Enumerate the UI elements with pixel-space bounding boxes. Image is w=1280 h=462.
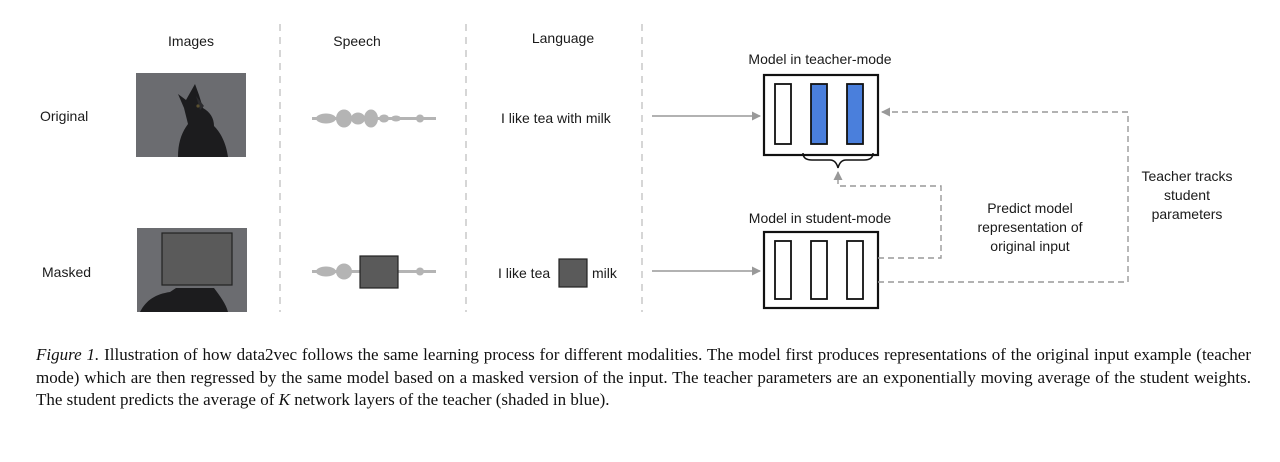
predict-label-line-2: representation of (977, 219, 1082, 235)
predict-label-line-3: original input (990, 238, 1069, 254)
predict-dashed-arrow (833, 171, 942, 259)
header-images: Images (168, 33, 214, 49)
student-title: Model in student-mode (749, 210, 892, 226)
predict-label-line-1: Predict model (987, 200, 1073, 216)
speech-waveform-original (312, 109, 436, 128)
header-language: Language (532, 30, 595, 46)
teacher-layer-2 (810, 83, 828, 145)
layer-average-brace (802, 152, 874, 169)
figure-caption: Figure 1. Illustration of how data2vec f… (36, 344, 1251, 412)
caption-text-a: Illustration of how data2vec follows the… (36, 345, 1252, 409)
dog-image-original (136, 73, 246, 157)
teacher-layer-1 (774, 83, 792, 145)
header-speech: Speech (333, 33, 380, 49)
teacher-model (762, 73, 880, 157)
dog-image-masked (137, 228, 247, 312)
data2vec-diagram: Images Speech Language Original Masked (40, 24, 1233, 312)
word-mask-block (558, 258, 588, 288)
tracks-label-line-2: student (1164, 187, 1210, 203)
student-layer-1 (774, 240, 792, 300)
tracks-label-line-1: Teacher tracks (1141, 168, 1232, 184)
speech-mask-block (359, 255, 399, 289)
sentence-masked-prefix: I like tea (498, 265, 550, 281)
caption-text-b: network layers of the teacher (shaded in… (289, 390, 610, 409)
row-label-original: Original (40, 108, 88, 124)
student-model (762, 230, 880, 310)
caption-symbol-k: K (278, 390, 290, 409)
student-layer-2 (810, 240, 828, 300)
teacher-title: Model in teacher-mode (748, 51, 891, 67)
row-label-masked: Masked (42, 264, 91, 280)
tracks-dashed-arrow (878, 107, 1129, 283)
figure-label: Figure 1. (36, 345, 100, 364)
tracks-label-line-3: parameters (1152, 206, 1223, 222)
sentence-masked-suffix: milk (592, 265, 618, 281)
student-layer-3 (846, 240, 864, 300)
teacher-layer-3 (846, 83, 864, 145)
image-mask-block (161, 232, 233, 286)
sentence-original: I like tea with milk (501, 110, 612, 126)
